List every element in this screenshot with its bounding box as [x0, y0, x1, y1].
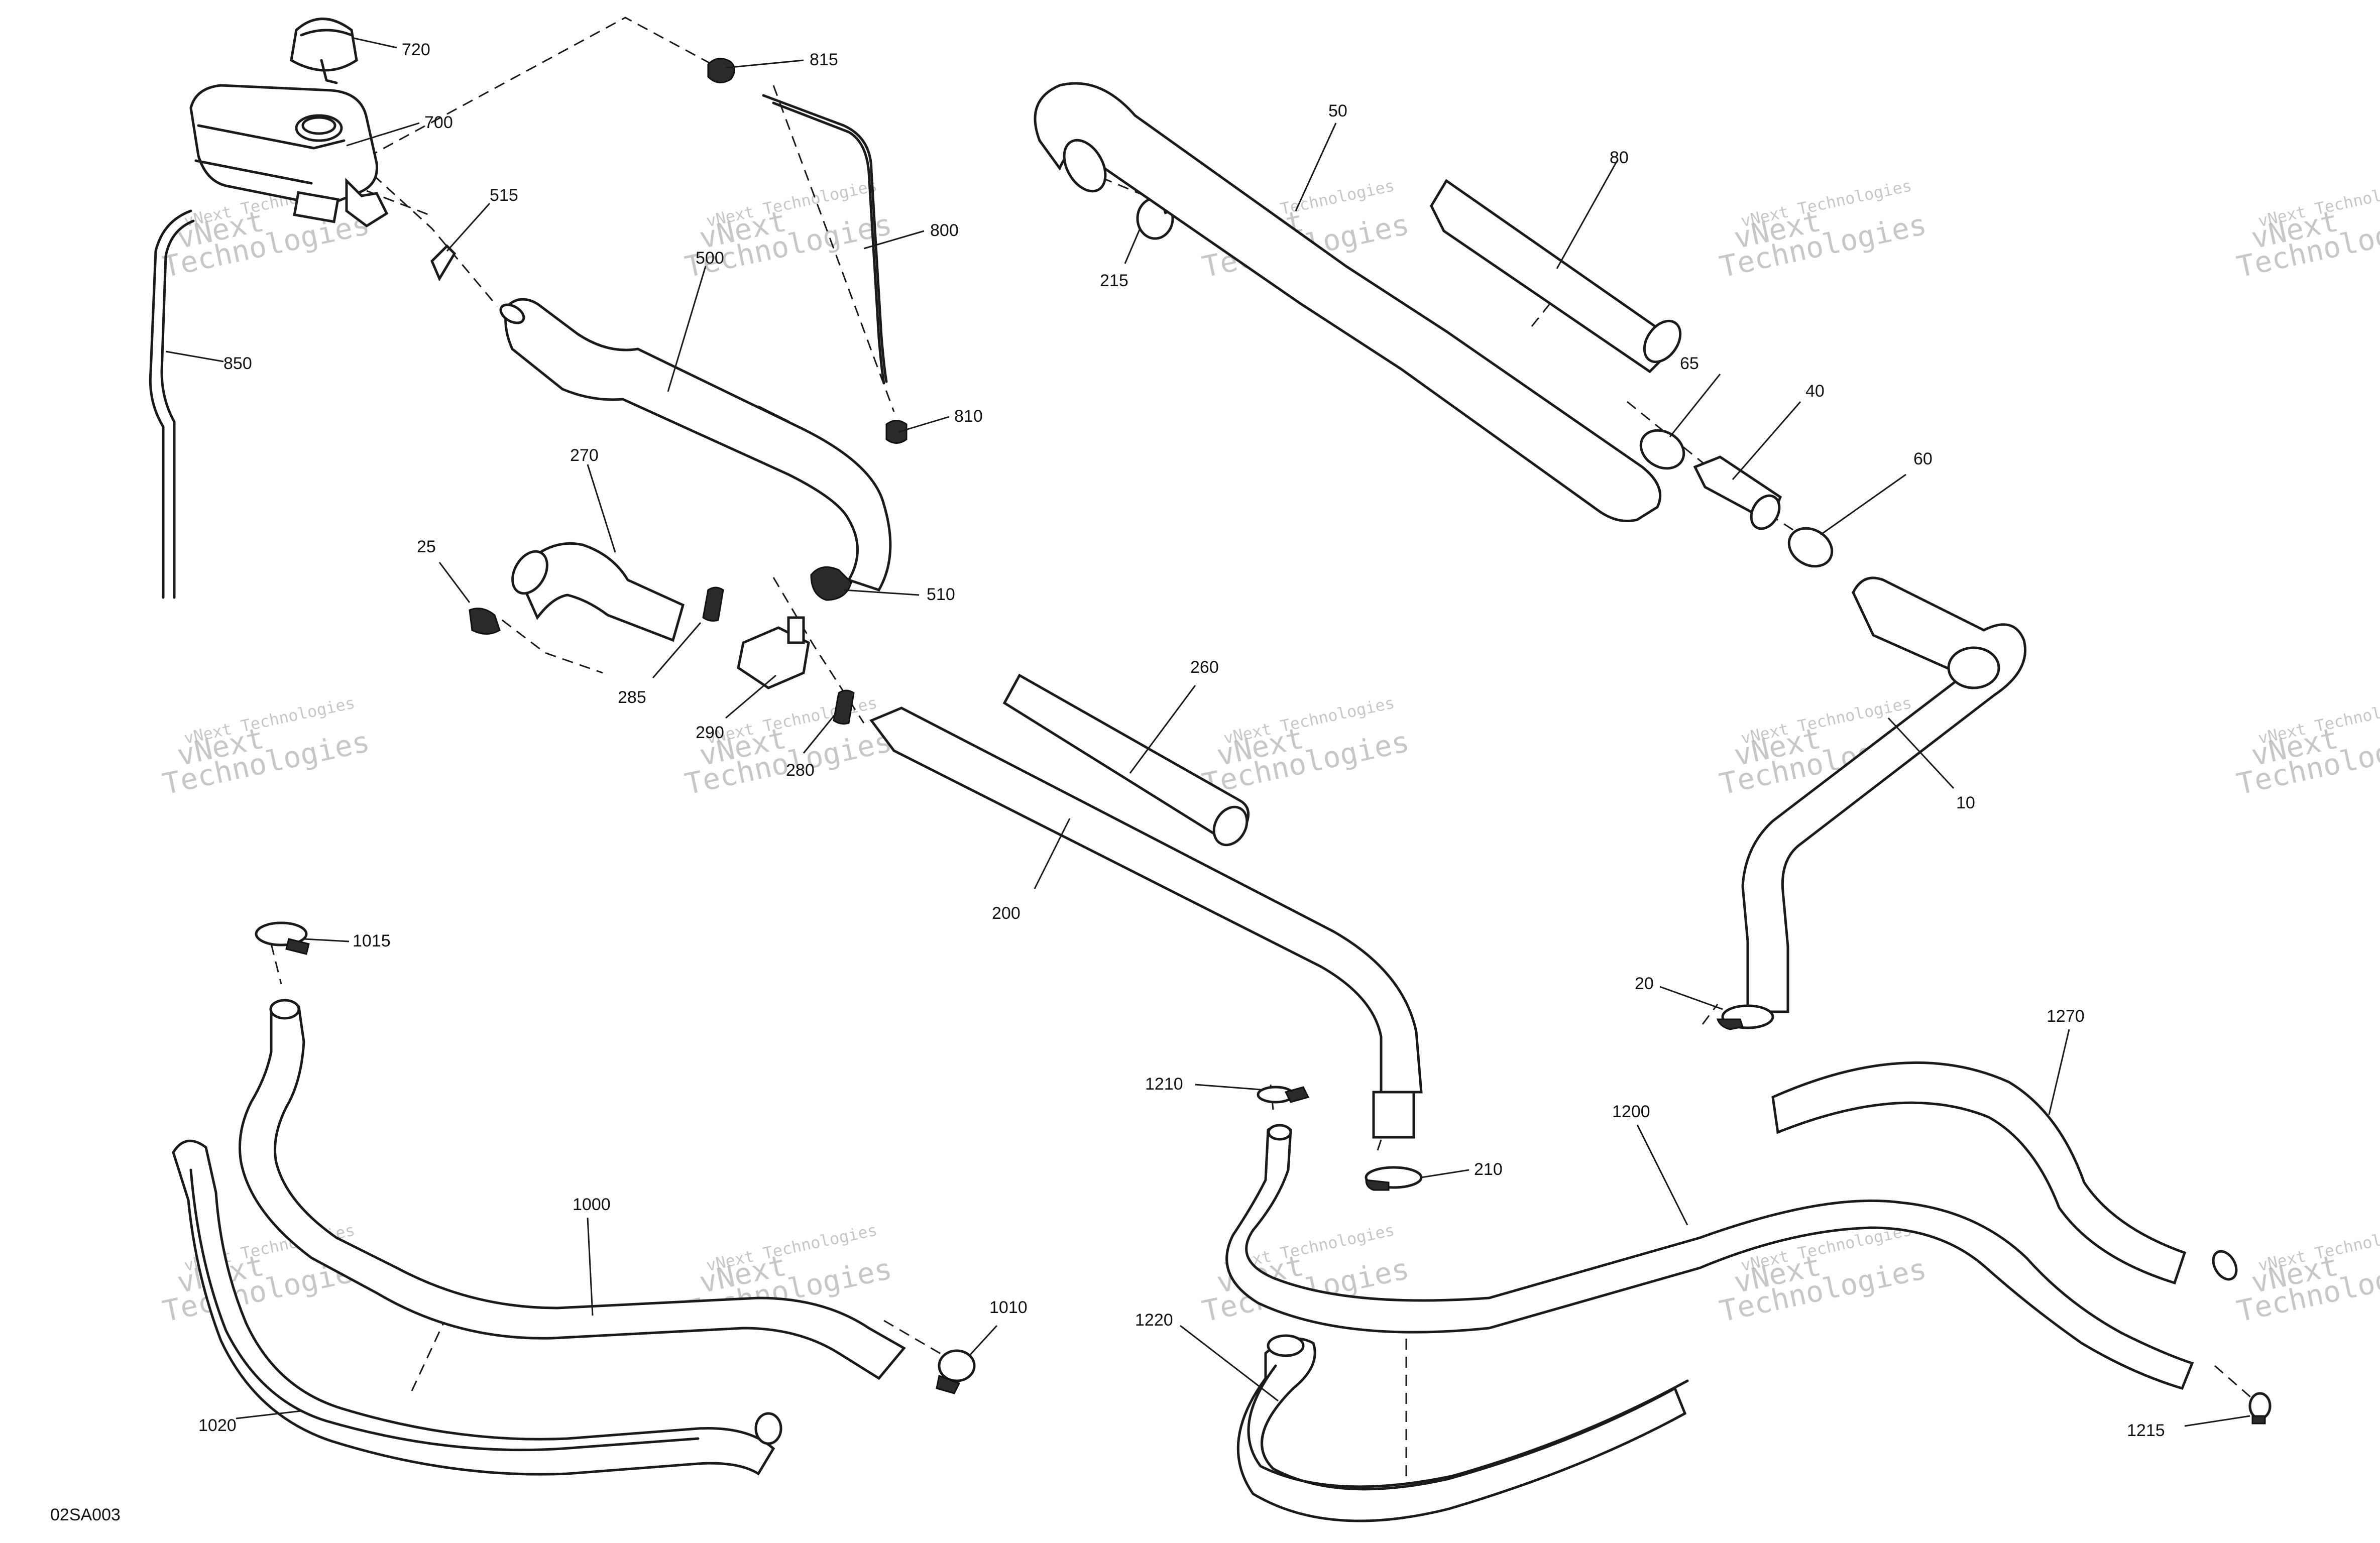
leader-lines [165, 37, 2250, 1427]
callout-label: 1015 [353, 931, 391, 951]
callout-label: 1200 [1612, 1102, 1650, 1121]
part-510-clamp [810, 566, 852, 601]
callout-label: 200 [992, 904, 1021, 923]
callout-label: 1020 [198, 1416, 237, 1435]
part-1000-hose [239, 999, 906, 1380]
part-50-hose [1034, 82, 1662, 522]
part-290-tee [737, 616, 810, 689]
part-280-clamp [833, 689, 855, 725]
callout-label: 50 [1328, 101, 1347, 121]
callout-label: 850 [223, 354, 252, 373]
callout-label: 40 [1805, 382, 1825, 401]
callout-label: 1270 [2047, 1007, 2085, 1026]
callout-label: 1010 [989, 1298, 1028, 1317]
callout-label: 1215 [2127, 1421, 2165, 1440]
callout-label: 800 [930, 221, 959, 240]
callout-label: 210 [1474, 1160, 1503, 1179]
callout-label: 80 [1610, 148, 1629, 167]
part-810-clamp [885, 420, 908, 444]
callout-label: 1220 [1135, 1311, 1173, 1330]
callout-label: 515 [490, 186, 518, 205]
callout-label: 1210 [1145, 1075, 1183, 1094]
callout-labels: 720 700 815 515 800 500 850 810 270 25 5… [198, 40, 2165, 1440]
callout-label: 215 [1100, 271, 1128, 290]
callout-label: 720 [402, 40, 430, 59]
part-285-clamp [702, 586, 724, 622]
callout-label: 260 [1190, 658, 1219, 677]
part-25-clamp [469, 608, 501, 635]
part-800-hose [762, 94, 888, 385]
callout-label: 285 [618, 688, 646, 707]
part-60-clamp [1787, 527, 1834, 568]
part-270-hose [511, 542, 685, 642]
part-720-cap [290, 18, 358, 84]
callout-label: 290 [696, 723, 724, 742]
callout-label: 815 [810, 50, 838, 69]
callout-label: 1000 [573, 1195, 611, 1214]
callout-label: 20 [1635, 974, 1654, 993]
part-1220-hose [1236, 1334, 1689, 1522]
callout-label: 510 [927, 585, 955, 604]
callout-label: 500 [696, 249, 724, 268]
callout-label: 270 [570, 446, 599, 465]
part-850-tube [149, 209, 195, 599]
part-815-clamp [707, 58, 735, 83]
callout-label: 25 [417, 537, 436, 556]
callout-label: 60 [1913, 449, 1933, 468]
part-700-reservoir [189, 84, 389, 228]
part-515-clip [430, 244, 457, 282]
part-200-hose [869, 706, 1423, 1139]
part-1020-hose [172, 1139, 782, 1476]
part-1270-hose [1771, 1061, 2238, 1285]
part-10-hose [1741, 576, 2026, 1013]
part-80-hose [1430, 179, 1682, 374]
callout-label: 65 [1680, 354, 1699, 373]
callout-label: 280 [786, 761, 815, 780]
part-1010-clamp [936, 1349, 976, 1394]
part-20-clamp [1716, 1004, 1774, 1030]
callout-label: 810 [954, 407, 983, 426]
part-1200-hose [1225, 1124, 2194, 1390]
part-260-hose [1002, 673, 1250, 847]
part-500-hose [499, 298, 892, 592]
part-40-connector [1693, 455, 1782, 530]
part-1210-clamp [1257, 1086, 1310, 1104]
diagram-reference-code: 02SA003 [50, 1505, 121, 1524]
part-1215-clamp [2248, 1392, 2272, 1425]
callout-label: 700 [424, 113, 453, 132]
part-1015-clamp [255, 921, 310, 955]
part-210-clamp [1365, 1166, 1423, 1191]
callout-label: 10 [1956, 793, 1975, 812]
